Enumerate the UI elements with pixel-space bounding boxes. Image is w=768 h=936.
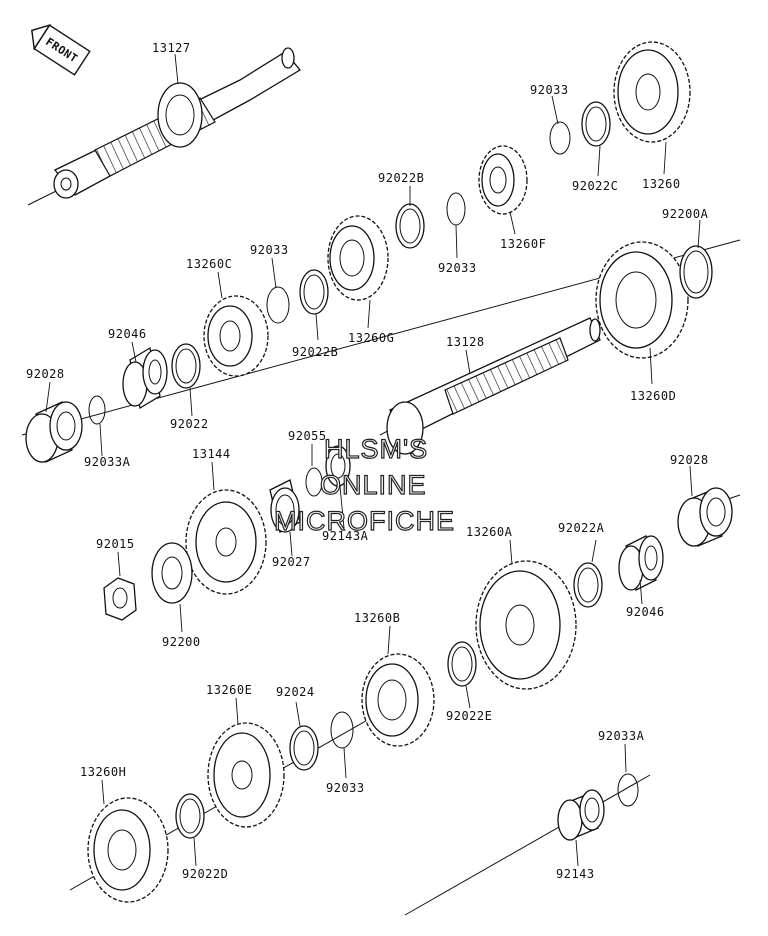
label-92033A: 92033A	[84, 455, 131, 469]
leader-lines	[45, 53, 701, 867]
label-92033A: 92033A	[598, 729, 645, 743]
bearing-92028-a	[25, 401, 83, 463]
watermark-line: MICROFICHE	[274, 506, 455, 536]
gear-13260H	[87, 797, 169, 903]
label-13260C: 13260C	[186, 257, 232, 271]
bearing-92028-b	[677, 487, 733, 547]
part-labels: 13127 92033 13260 92022C 92022B 92033 13…	[26, 41, 709, 881]
needle-bearing-92046-a	[122, 346, 168, 410]
sprocket-13144	[185, 489, 267, 595]
label-13260A: 13260A	[466, 525, 513, 539]
label-92024: 92024	[276, 685, 315, 699]
label-92200A: 92200A	[662, 207, 709, 221]
washer-92022B-b	[299, 269, 329, 315]
washer-92022D	[175, 793, 205, 839]
circlip-92033A-b	[617, 773, 639, 807]
circlip-92033-a	[549, 121, 571, 155]
label-13260E: 13260E	[206, 683, 252, 697]
label-92143A: 92143A	[322, 529, 369, 543]
gear-13260G	[327, 215, 389, 301]
washer-92022A	[573, 562, 603, 608]
label-92033: 92033	[438, 261, 477, 275]
collar-92143A	[325, 445, 351, 487]
label-92028: 92028	[670, 453, 709, 467]
main-shaft-13127	[53, 47, 301, 199]
circlip-92033-c	[266, 286, 290, 324]
gear-13260A	[475, 560, 577, 690]
gear-13260E	[207, 722, 285, 828]
label-92143: 92143	[556, 867, 595, 881]
watermark-line: HLSM'S	[324, 434, 428, 464]
label-92022E: 92022E	[446, 709, 492, 723]
gear-13260	[613, 41, 691, 143]
circlip-92033-d	[330, 711, 354, 749]
label-92046: 92046	[626, 605, 665, 619]
label-92046: 92046	[108, 327, 147, 341]
collar-92143	[557, 789, 605, 841]
washer-92022B-a	[395, 203, 425, 249]
label-13128: 13128	[446, 335, 485, 349]
gear-13260D	[595, 241, 689, 359]
label-92015: 92015	[96, 537, 135, 551]
gear-13260B	[361, 653, 435, 747]
countershaft-13128	[386, 317, 601, 455]
needle-bearing-92046-b	[618, 535, 664, 591]
label-92022B: 92022B	[378, 171, 424, 185]
label-92022B: 92022B	[292, 345, 338, 359]
collar-92027	[269, 479, 301, 533]
washer-92200A	[679, 245, 713, 299]
label-13260F: 13260F	[500, 237, 546, 251]
label-92022D: 92022D	[182, 867, 228, 881]
label-92033: 92033	[530, 83, 569, 97]
label-92200: 92200	[162, 635, 201, 649]
label-92033: 92033	[326, 781, 365, 795]
label-13127: 13127	[152, 41, 191, 55]
axis-line	[404, 774, 651, 916]
label-13260D: 13260D	[630, 389, 676, 403]
o-ring-92055	[305, 467, 323, 497]
label-13260B: 13260B	[354, 611, 400, 625]
label-13260H: 13260H	[80, 765, 126, 779]
watermark: HLSM'S ONLINE MICROFICHE	[273, 433, 455, 536]
label-92055: 92055	[288, 429, 327, 443]
label-92028: 92028	[26, 367, 65, 381]
label-92022A: 92022A	[558, 521, 605, 535]
washer-92022	[171, 343, 201, 389]
circlip-92033-b	[446, 192, 466, 226]
washer-92022C	[581, 101, 611, 147]
washer-92200	[151, 542, 193, 604]
gear-13260C	[203, 295, 269, 377]
gear-13260F	[478, 145, 528, 215]
label-92027: 92027	[272, 555, 311, 569]
front-arrow-icon: FRONT	[31, 23, 91, 76]
label-13144: 13144	[192, 447, 231, 461]
label-92022: 92022	[170, 417, 209, 431]
circlip-92033A-a	[88, 395, 106, 425]
nut-92015	[103, 577, 137, 621]
washer-92022E	[447, 641, 477, 687]
label-92033: 92033	[250, 243, 289, 257]
label-92022C: 92022C	[572, 179, 618, 193]
washer-92024	[289, 725, 319, 771]
label-13260: 13260	[642, 177, 681, 191]
watermark-line: ONLINE	[320, 470, 427, 500]
label-13260G: 13260G	[348, 331, 394, 345]
